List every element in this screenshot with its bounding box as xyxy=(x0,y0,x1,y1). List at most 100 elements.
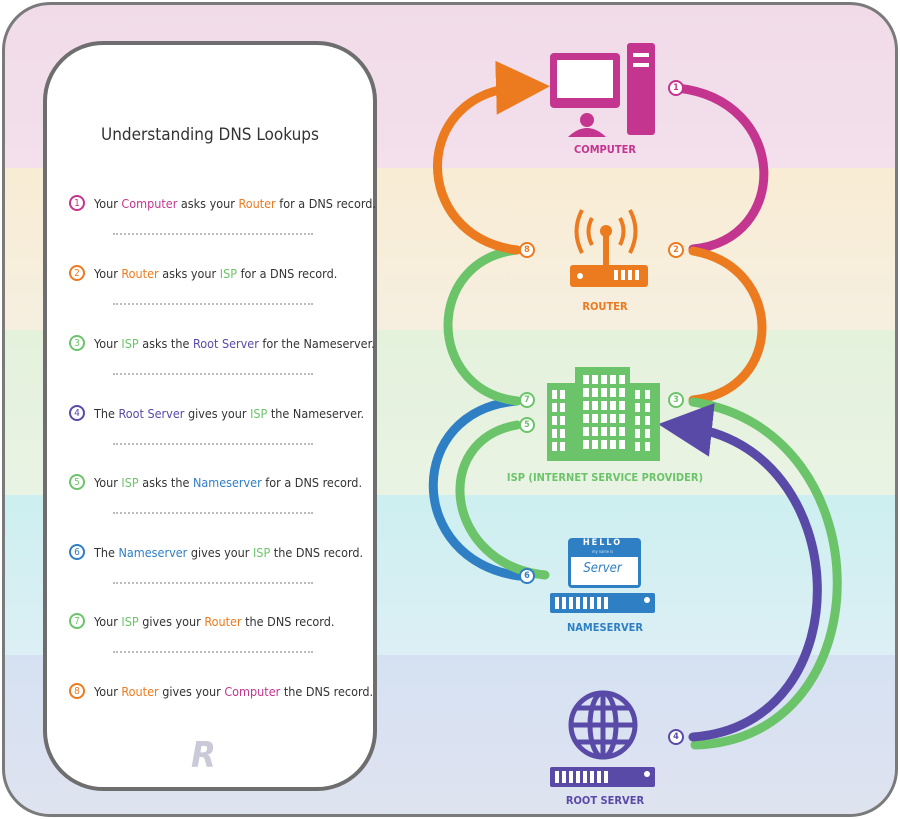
badge-3: 3 xyxy=(668,392,684,408)
step-text: Your ISP gives your Router the DNS recor… xyxy=(94,614,334,629)
root-server-globe-icon xyxy=(568,690,638,760)
step-text: Your Router asks your ISP for a DNS reco… xyxy=(94,266,337,281)
step-text: The Root Server gives your ISP the Names… xyxy=(94,406,364,421)
step-5: 5 Your ISP asks the Nameserver for a DNS … xyxy=(69,474,362,490)
badge-7: 7 xyxy=(519,392,535,408)
step-entity-router: Router xyxy=(204,613,242,629)
step-text-segment: The xyxy=(94,405,119,421)
arc-step-6 xyxy=(428,396,524,581)
badge-5: 5 xyxy=(519,417,535,433)
step-number-badge: 1 xyxy=(69,195,85,211)
badge-2: 2 xyxy=(668,242,684,258)
step-text-segment: Your xyxy=(94,265,122,281)
step-text-segment: asks the xyxy=(138,474,193,490)
step-entity-computer: Computer xyxy=(224,683,281,699)
arc-step-3 xyxy=(688,397,842,750)
step-entity-isp: ISP xyxy=(252,544,271,560)
step-text-segment: Your xyxy=(94,335,122,351)
divider xyxy=(113,443,313,445)
nameserver-label: NAMESERVER xyxy=(566,621,644,634)
step-text-segment: the DNS record. xyxy=(241,613,335,629)
page-title: Understanding DNS Lookups xyxy=(101,125,319,145)
computer-icon xyxy=(550,43,655,137)
step-text-segment: gives your xyxy=(158,683,225,699)
step-3: 3 Your ISP asks the Root Server for the N… xyxy=(69,335,375,351)
step-entity-computer: Computer xyxy=(121,195,178,211)
step-text-segment: gives your xyxy=(184,405,251,421)
router-icon xyxy=(570,209,648,287)
step-text-segment: for a DNS record. xyxy=(237,265,338,281)
step-8: 8 Your Router gives your Computer the DNS… xyxy=(69,683,373,699)
step-entity-isp: ISP xyxy=(219,265,237,281)
step-entity-root: Root Server xyxy=(118,405,185,421)
divider xyxy=(113,233,313,235)
step-text-segment: Your xyxy=(94,474,122,490)
divider xyxy=(113,303,313,305)
step-entity-isp: ISP xyxy=(121,474,139,490)
step-text-segment: asks your xyxy=(158,265,220,281)
dns-flow-diagram xyxy=(428,43,842,787)
step-6: 6 The Nameserver gives your ISP the DNS r… xyxy=(69,544,363,560)
step-number-badge: 4 xyxy=(69,405,85,421)
arc-step-4 xyxy=(658,403,822,742)
step-text-segment: Your xyxy=(94,613,122,629)
step-number-badge: 5 xyxy=(69,474,85,490)
step-text-segment: the Nameserver. xyxy=(267,405,365,421)
computer-label: COMPUTER xyxy=(574,143,636,156)
step-text: Your Computer asks your Router for a DNS… xyxy=(94,196,376,211)
step-entity-isp: ISP xyxy=(121,613,139,629)
nametag-name: Server xyxy=(583,561,622,576)
step-text: Your Router gives your Computer the DNS … xyxy=(94,684,373,699)
arc-step-5 xyxy=(455,420,550,580)
step-1: 1 Your Computer asks your Router for a DN… xyxy=(69,195,376,211)
step-text-segment: asks your xyxy=(177,195,239,211)
divider xyxy=(113,373,313,375)
nametag-subtitle: my name is xyxy=(591,549,613,554)
divider xyxy=(113,582,313,584)
brand-logo: R xyxy=(191,735,216,776)
divider xyxy=(113,651,313,653)
step-text: Your ISP asks the Root Server for the Na… xyxy=(94,336,375,351)
step-entity-isp: ISP xyxy=(250,405,268,421)
router-label: ROUTER xyxy=(582,300,628,313)
step-text: Your ISP asks the Nameserver for a DNS r… xyxy=(94,475,362,490)
step-number-badge: 6 xyxy=(69,544,85,560)
step-text-segment: the DNS record. xyxy=(270,544,364,560)
step-number-badge: 8 xyxy=(69,683,85,699)
root-server-rack-icon xyxy=(550,767,655,787)
step-7: 7 Your ISP gives your Router the DNS reco… xyxy=(69,613,334,629)
step-text-segment: Your xyxy=(94,683,122,699)
step-text-segment: the DNS record. xyxy=(280,683,374,699)
isp-label: ISP (INTERNET SERVICE PROVIDER) xyxy=(506,471,704,484)
badge-4: 4 xyxy=(668,729,684,745)
badge-6: 6 xyxy=(519,568,535,584)
nameserver-icon xyxy=(550,538,655,613)
step-text-segment: gives your xyxy=(187,544,253,560)
badge-8: 8 xyxy=(519,242,535,258)
step-text-segment: for a DNS record. xyxy=(275,195,376,211)
step-number-badge: 7 xyxy=(69,613,85,629)
step-text-segment: asks the xyxy=(138,335,193,351)
step-number-badge: 3 xyxy=(69,335,85,351)
badge-1: 1 xyxy=(668,80,684,96)
step-text-segment: The xyxy=(94,544,119,560)
divider xyxy=(113,512,313,514)
step-entity-isp: ISP xyxy=(121,335,139,351)
arc-step-1 xyxy=(672,83,769,254)
step-entity-router: Router xyxy=(121,683,159,699)
nametag-hello: HELLO xyxy=(582,538,623,548)
step-entity-root: Root Server xyxy=(192,335,259,351)
step-entity-router: Router xyxy=(121,265,159,281)
step-text-segment: Your xyxy=(94,195,122,211)
arc-step-2 xyxy=(688,246,767,405)
root-server-label: ROOT SERVER xyxy=(565,794,645,807)
step-text: The Nameserver gives your ISP the DNS re… xyxy=(94,545,363,560)
isp-building-icon xyxy=(547,367,660,461)
step-4: 4 The Root Server gives your ISP the Name… xyxy=(69,405,364,421)
step-entity-router: Router xyxy=(238,195,276,211)
arc-step-8 xyxy=(433,60,550,255)
step-text-segment: for a DNS record. xyxy=(261,474,363,490)
